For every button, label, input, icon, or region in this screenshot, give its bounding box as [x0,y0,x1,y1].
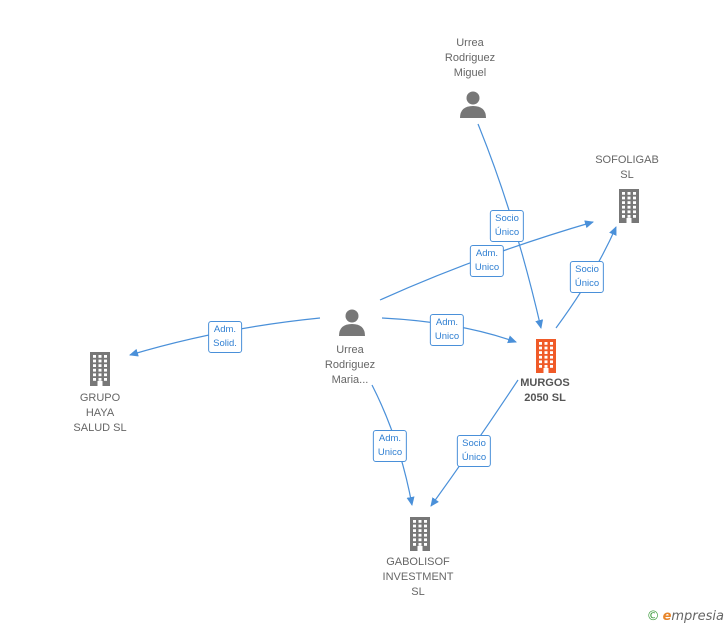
relation-label-line: Socio [495,213,519,224]
brand-name: mpresia [671,609,724,624]
node-label-sofoligab[interactable]: SOFOLIGAB SL [595,153,659,183]
relation-label-line: Adm. [475,248,499,259]
node-label-line: SL [411,586,425,598]
node-label-grupo-haya[interactable]: GRUPO HAYA SALUD SL [73,391,126,436]
building-icon[interactable] [85,351,115,392]
node-label-line: HAYA [85,407,115,419]
relation-label-line: Solid. [213,338,237,349]
node-label-line: INVESTMENT [382,571,454,583]
relation-label-urrea-maria-to-gabolisof[interactable]: Adm. Unico [372,430,408,462]
node-label-line: Urrea [456,37,484,49]
relation-label-line: Unico [377,447,403,458]
node-label-line: SALUD SL [73,422,127,434]
person-icon[interactable] [458,89,488,124]
node-label-line: 2050 SL [524,392,566,404]
relation-label-line: Adm. [378,433,402,444]
relation-label-line: Socio [462,438,486,449]
person-icon[interactable] [337,307,367,342]
node-label-line: GABOLISOF [386,556,450,568]
node-label-line: MURGOS [520,377,570,389]
building-icon[interactable] [405,516,435,557]
relation-label-urrea-maria-to-sofoligab[interactable]: Adm. Unico [469,245,505,277]
copyright-icon: © [646,609,660,624]
building-icon[interactable] [614,188,644,229]
relation-label-line: Unico [474,262,500,273]
building-icon[interactable] [531,338,561,379]
node-label-line: SOFOLIGAB [595,154,659,166]
node-label-line: Rodriguez [324,359,376,371]
relation-label-line: Unico [434,331,460,342]
relation-label-line: Único [574,278,600,289]
node-label-murgos[interactable]: MURGOS 2050 SL [520,376,570,406]
relation-label-line: Adm. [435,317,459,328]
node-label-line: Maria... [331,374,369,386]
footer-brand[interactable]: ©empresia [647,609,724,624]
brand-initial: e [662,609,672,624]
node-label-line: Urrea [336,344,364,356]
node-label-line: SL [620,169,634,181]
node-label-line: Rodriguez [444,52,496,64]
relation-label-line: Único [461,452,487,463]
node-label-line: GRUPO [79,392,121,404]
relation-label-urrea-maria-to-murgos[interactable]: Adm. Unico [429,314,465,346]
relation-label-line: Adm. [213,324,237,335]
relation-label-urrea-maria-to-grupo-haya[interactable]: Adm. Solid. [208,321,242,353]
node-label-gabolisof[interactable]: GABOLISOF INVESTMENT SL [383,555,454,600]
relation-label-line: Único [494,227,520,238]
node-label-line: Miguel [453,67,487,79]
relation-label-line: Socio [575,264,599,275]
